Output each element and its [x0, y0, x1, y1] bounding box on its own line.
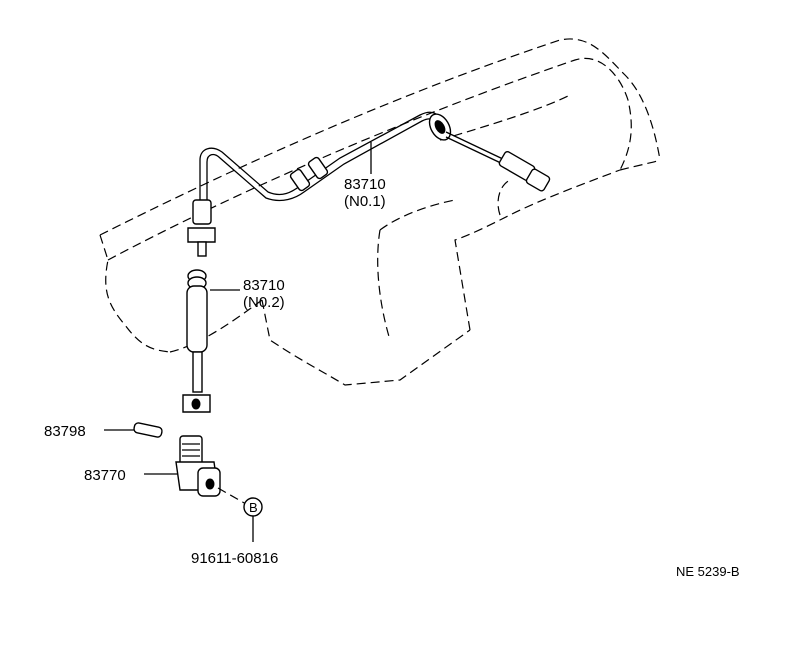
bolt-part-label: 91611-60816	[191, 550, 278, 567]
bolt-part	[243, 497, 263, 542]
instrument-panel-outline	[99, 38, 661, 386]
speedometer-cable-no2	[182, 269, 211, 413]
diagram-code-label: NE 5239-B	[676, 564, 740, 579]
bolt-marker-label: B	[249, 500, 258, 515]
cable-no2-sub-label: (N0.2)	[243, 294, 285, 311]
driven-gear-part	[144, 435, 247, 505]
pin-part-label: 83798	[44, 423, 86, 440]
cable-no1-part-label: 83710	[344, 176, 386, 193]
gear-part-label: 83770	[84, 467, 126, 484]
speedometer-cable-no1	[187, 111, 551, 257]
cable-no1-sub-label: (N0.1)	[344, 193, 386, 210]
pin-part	[104, 422, 163, 438]
cable-no2-part-label: 83710	[243, 277, 285, 294]
